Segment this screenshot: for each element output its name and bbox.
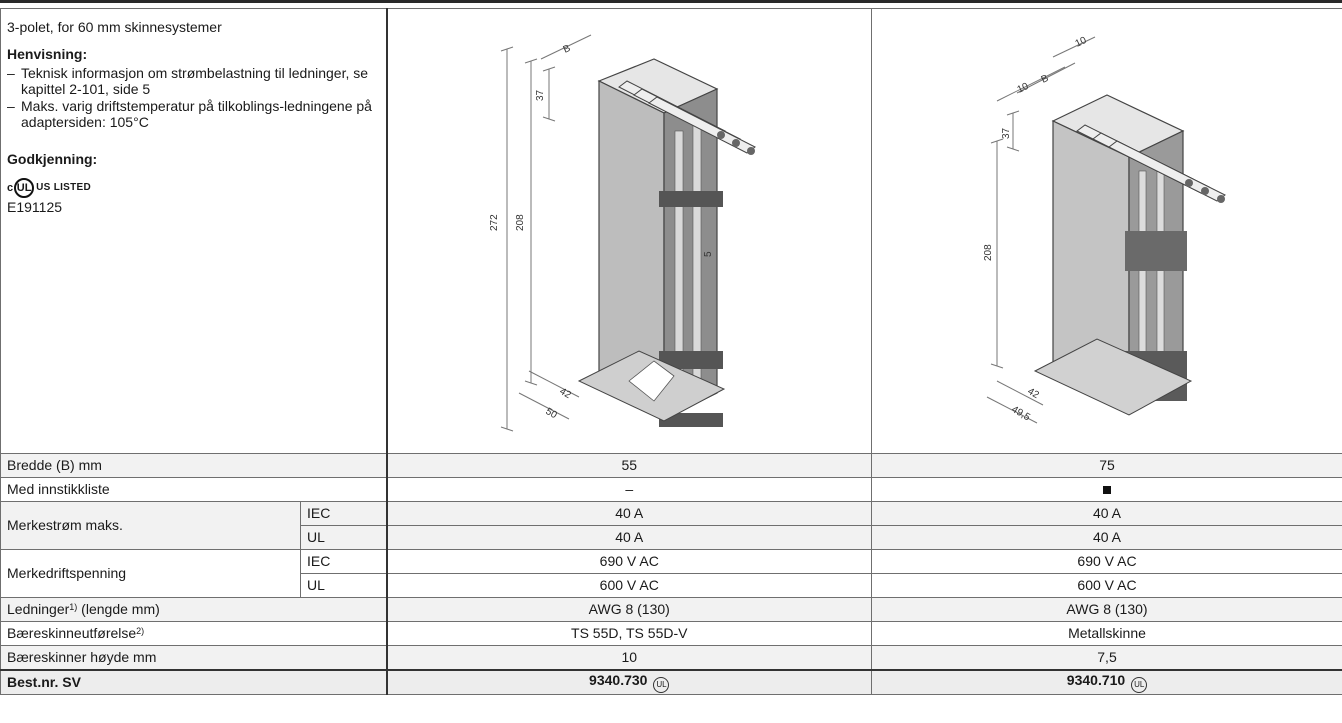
dim-37: 37: [1001, 127, 1012, 139]
row-label: Best.nr. SV: [0, 669, 388, 695]
row-sub-label: IEC: [300, 501, 388, 526]
dim-10-left: 10: [1016, 81, 1031, 96]
drawing-cell-2: 10 10 B 37 208 42 49,5: [871, 8, 1342, 454]
cell-value: 600 V AC: [871, 573, 1342, 598]
note-list: Teknisk informasjon om strømbelastning t…: [7, 65, 380, 131]
row-label-text: Ledninger: [7, 601, 70, 618]
cell-value: 40 A: [386, 501, 872, 526]
cell-value: AWG 8 (130): [871, 597, 1342, 622]
row-label-text: Bæreskinneutførelse: [7, 625, 137, 642]
cell-value: 40 A: [871, 525, 1342, 550]
intro-text: 3-polet, for 60 mm skinnesystemer: [7, 19, 222, 35]
cell-value: 600 V AC: [386, 573, 872, 598]
top-rule: [0, 0, 1342, 3]
cell-value: 40 A: [386, 525, 872, 550]
row-label: Med innstikkliste: [0, 477, 388, 502]
cell-value: –: [386, 477, 872, 502]
header-row: 3-polet, for 60 mm skinnesystemer Henvis…: [0, 8, 1342, 454]
row-label: Ledninger1) (lengde mm): [0, 597, 388, 622]
table-row-current-iec: Merkestrøm maks. IEC 40 A 40 A: [0, 501, 1342, 550]
note-item: Maks. varig driftstemperatur på tilkobli…: [7, 98, 380, 131]
table-row-plug-strip: Med innstikkliste –: [0, 477, 1342, 502]
drawing-cell-1: 272 208 37 B 5 42 50: [386, 8, 872, 454]
ul-circle-text: UL: [16, 181, 32, 194]
cell-value: TS 55D, TS 55D-V: [386, 621, 872, 646]
cell-value: [871, 477, 1342, 502]
cell-value: AWG 8 (130): [386, 597, 872, 622]
ul-c-mark: c: [7, 181, 14, 194]
cell-value: 690 V AC: [871, 549, 1342, 574]
dim-272: 272: [489, 214, 500, 231]
footnote-marker: 2): [136, 626, 145, 637]
dim-37: 37: [535, 89, 546, 101]
dim-b: B: [1040, 73, 1051, 86]
cell-value: 7,5: [871, 645, 1342, 671]
note-heading: Henvisning:: [7, 45, 88, 62]
cell-value: 10: [386, 645, 872, 671]
ul-circle-icon: UL: [14, 178, 35, 199]
dim-49-5: 49,5: [1010, 404, 1033, 423]
ul-listed-logo: c UL US LISTED: [7, 177, 380, 199]
order-number-cell: 9340.730 UL: [386, 669, 872, 695]
cell-value: 690 V AC: [386, 549, 872, 574]
busbar-adapter-75-drawing: 10 10 B 37 208 42 49,5: [983, 35, 1226, 424]
row-sub-label: IEC: [300, 549, 388, 574]
table-row-wires: Ledninger1) (lengde mm) AWG 8 (130) AWG …: [0, 597, 1342, 622]
dim-42: 42: [558, 386, 574, 401]
row-sub-label: UL: [300, 573, 388, 598]
ul-file-number: E191125: [7, 199, 63, 216]
row-label: Bæreskinneutførelse2): [0, 621, 388, 646]
cell-value: 40 A: [871, 501, 1342, 526]
row-label: Bredde (B) mm: [0, 453, 388, 478]
dim-208: 208: [515, 214, 526, 231]
footnote-marker: 1): [69, 602, 78, 613]
ul-recognized-icon: UL: [653, 677, 670, 693]
spec-table: 3-polet, for 60 mm skinnesystemer Henvis…: [0, 8, 1342, 695]
dim-10-top: 10: [1074, 35, 1089, 50]
order-number: 9340.730: [589, 672, 648, 688]
note-item: Teknisk informasjon om strømbelastning t…: [7, 65, 380, 98]
ul-recognized-icon: UL: [1131, 677, 1148, 693]
dim-5: 5: [703, 251, 714, 257]
row-sub-label: UL: [300, 525, 388, 550]
order-number-cell: 9340.710 UL: [871, 669, 1342, 695]
order-number: 9340.710: [1066, 672, 1126, 688]
table-row-current-ul: UL 40 A 40 A: [1, 525, 1342, 550]
dim-b: B: [562, 43, 573, 56]
table-row-order-number: Best.nr. SV 9340.730 UL 9340.710 UL: [0, 669, 1342, 695]
dim-50: 50: [544, 406, 560, 421]
row-label-suffix: (lengde mm): [77, 601, 160, 618]
table-row-voltage-iec: Merkedriftspenning IEC 690 V AC 690 V AC: [0, 549, 1342, 598]
dim-208: 208: [983, 244, 994, 261]
table-row-rail-height: Bæreskinner høyde mm 10 7,5: [0, 645, 1342, 671]
info-cell: 3-polet, for 60 mm skinnesystemer Henvis…: [0, 8, 388, 454]
ul-listed-text: US LISTED: [36, 182, 92, 194]
approval-heading: Godkjenning:: [7, 150, 98, 167]
cell-value: 55: [386, 453, 872, 478]
row-label: Bæreskinner høyde mm: [0, 645, 388, 671]
filled-square-icon: [1103, 486, 1111, 495]
table-row-rail-design: Bæreskinneutførelse2) TS 55D, TS 55D-V M…: [0, 621, 1342, 646]
busbar-adapter-55-drawing: 272 208 37 B 5 42 50: [489, 34, 757, 432]
dim-42: 42: [1026, 386, 1042, 401]
row-label: Merkestrøm maks.: [0, 501, 301, 550]
row-label: Merkedriftspenning: [0, 549, 301, 598]
table-row-width: Bredde (B) mm 55 75: [0, 453, 1342, 478]
cell-value: 75: [871, 453, 1342, 478]
cell-value: Metallskinne: [871, 621, 1342, 646]
